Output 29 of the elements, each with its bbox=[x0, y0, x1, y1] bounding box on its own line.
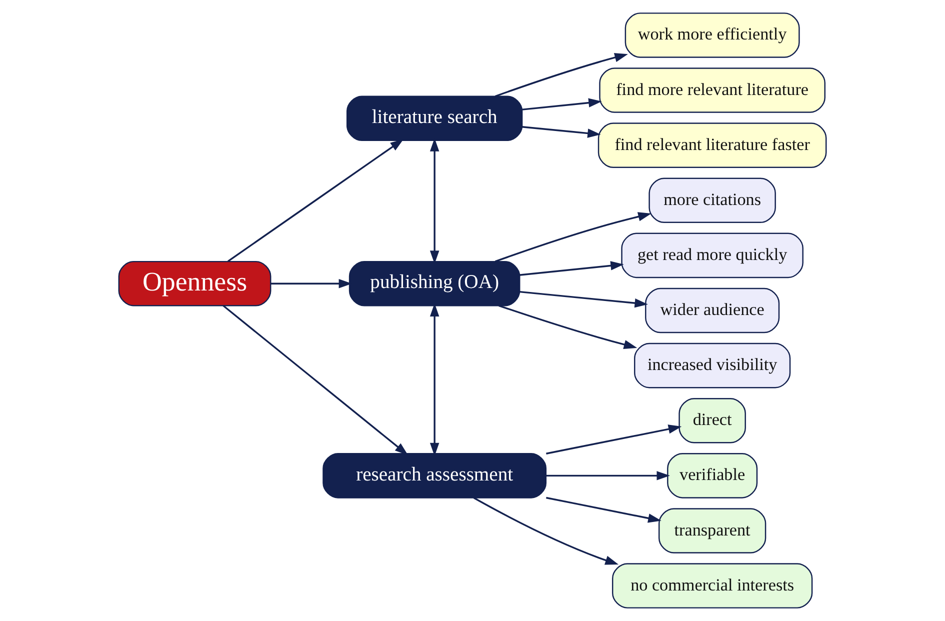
arrow bbox=[546, 496, 662, 523]
arrow bbox=[430, 138, 440, 264]
arrow bbox=[522, 126, 601, 138]
node-box: transparent bbox=[658, 508, 766, 554]
arrow bbox=[494, 52, 628, 98]
arrow bbox=[228, 139, 404, 262]
node-box: publishing (OA) bbox=[348, 260, 520, 306]
arrow bbox=[546, 424, 682, 454]
arrow bbox=[498, 304, 638, 350]
node-box: Openness bbox=[118, 260, 272, 306]
arrow bbox=[222, 304, 408, 456]
arrow bbox=[520, 290, 648, 308]
node-box: increased visibility bbox=[634, 342, 791, 388]
node-box: no commercial interests bbox=[612, 563, 813, 608]
node-box: get read more quickly bbox=[621, 232, 804, 278]
node-box: wider audience bbox=[645, 288, 780, 334]
node-box: find relevant literature faster bbox=[598, 122, 827, 168]
arrow bbox=[473, 497, 619, 565]
node-box: find more relevant literature bbox=[599, 68, 826, 113]
arrow bbox=[520, 261, 624, 276]
arrow bbox=[546, 471, 670, 480]
node-box: research assessment bbox=[322, 453, 547, 498]
node-box: literature search bbox=[346, 96, 523, 142]
arrow bbox=[522, 98, 602, 110]
node-box: verifiable bbox=[667, 453, 758, 498]
node-box: more citations bbox=[648, 178, 776, 224]
node-box: direct bbox=[678, 398, 746, 444]
node-box: work more efficiently bbox=[624, 12, 800, 58]
arrow bbox=[494, 212, 652, 262]
